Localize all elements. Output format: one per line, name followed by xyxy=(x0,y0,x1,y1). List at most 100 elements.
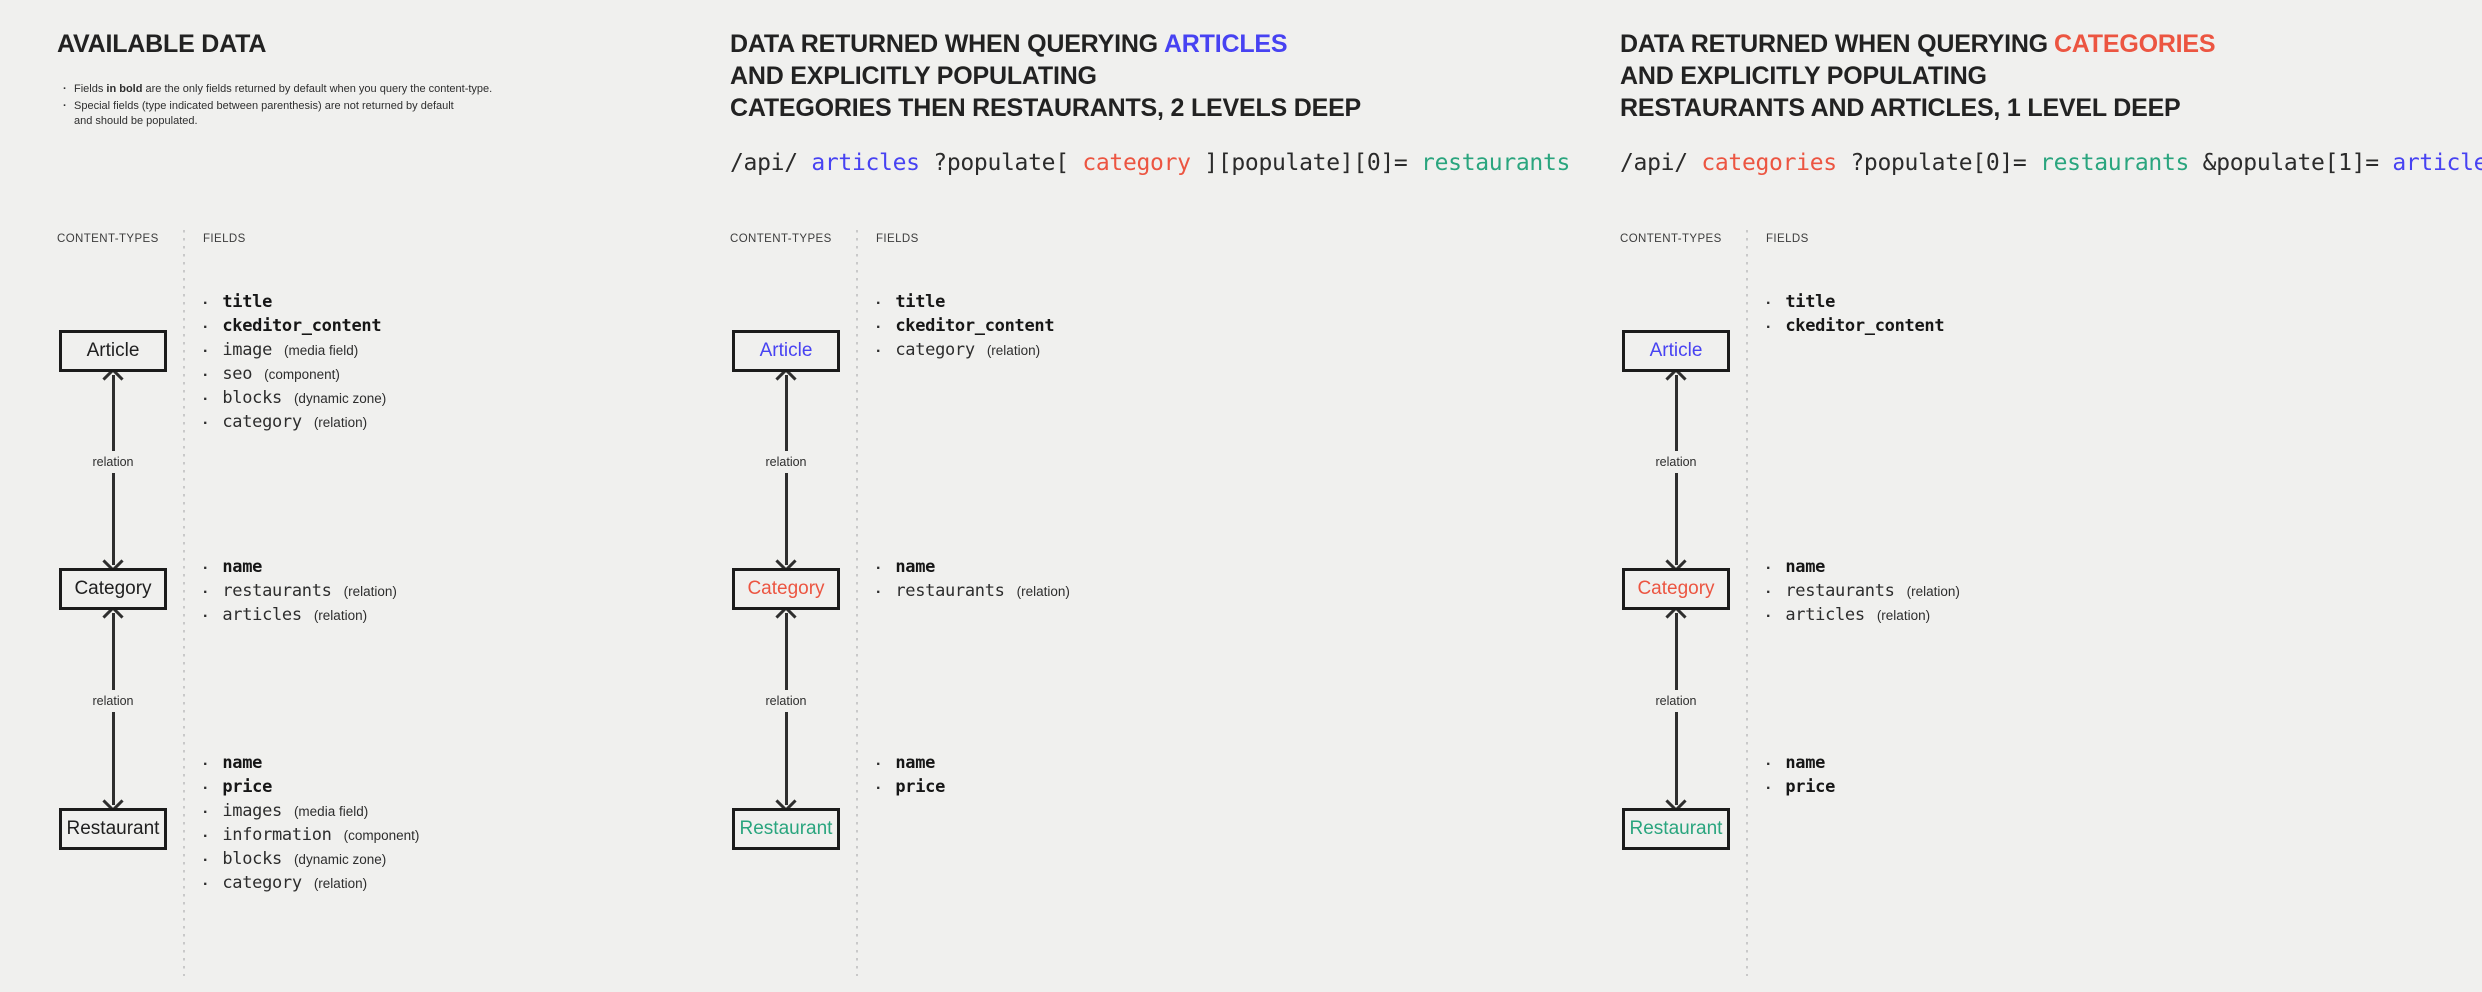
field-item: seo (component) xyxy=(203,364,393,388)
api-path-segment: /api/ xyxy=(1620,150,1688,176)
relation-label: relation xyxy=(89,690,137,713)
field-item: ckeditor_content xyxy=(203,316,393,340)
content-type-box-category: Category xyxy=(732,568,840,610)
field-name: title xyxy=(1785,292,1836,312)
content-type-box-category: Category xyxy=(1622,568,1730,610)
box-label: Restaurant xyxy=(739,818,833,839)
field-item: category (relation) xyxy=(203,873,419,897)
field-type-annotation: (component) xyxy=(264,367,340,382)
field-name: title xyxy=(895,292,946,312)
box-label: Category xyxy=(747,578,825,599)
field-name: blocks xyxy=(222,849,282,869)
content-types-header: CONTENT-TYPES xyxy=(1620,233,1722,245)
field-type-annotation: (relation) xyxy=(986,343,1041,358)
field-type-annotation: (relation) xyxy=(1906,584,1960,599)
field-name: price xyxy=(1785,777,1836,797)
field-type-annotation: (relation) xyxy=(313,608,368,623)
title-highlight: ARTICLES xyxy=(1163,30,1288,58)
api-path-segment: restaurants xyxy=(2040,150,2190,176)
field-name: name xyxy=(1785,557,1826,577)
field-type-annotation: (dynamic zone) xyxy=(293,852,387,867)
fields-header: FIELDS xyxy=(1766,233,1809,245)
field-name: price xyxy=(895,777,946,797)
notes-list: Fields in bold are the only fields retur… xyxy=(61,82,621,131)
api-path-segment: articles xyxy=(811,150,920,176)
field-name: restaurants xyxy=(1785,581,1895,601)
field-item: name xyxy=(203,753,419,777)
api-path: /api/ categories ?populate[0]= restauran… xyxy=(1620,150,2482,176)
field-item: name xyxy=(876,753,957,777)
content-type-box-restaurant: Restaurant xyxy=(1622,808,1730,850)
note-item: Special fields (type indicated between p… xyxy=(61,99,621,130)
fields-list-article: title ckeditor_content category (relatio… xyxy=(876,292,1066,364)
field-item: restaurants (relation) xyxy=(1766,581,1960,605)
title-line: AVAILABLE DATA xyxy=(57,30,267,58)
field-name: restaurants xyxy=(222,581,332,601)
field-name: name xyxy=(222,753,263,773)
diagram: CONTENT-TYPES FIELDS Article relation Ca… xyxy=(1618,0,2478,992)
diagram: CONTENT-TYPES FIELDS Article relation Ca… xyxy=(728,0,1558,992)
box-label: Article xyxy=(759,340,813,361)
fields-list-category: name restaurants (relation) articles (re… xyxy=(1766,557,1960,629)
box-label: Restaurant xyxy=(66,818,160,839)
field-name: category xyxy=(895,340,975,360)
relation-label: relation xyxy=(89,451,137,474)
column-divider xyxy=(856,230,858,976)
box-label: Category xyxy=(74,578,152,599)
field-item: articles (relation) xyxy=(1766,605,1960,629)
field-item: title xyxy=(1766,292,1956,316)
field-name: articles xyxy=(222,605,302,625)
title-line: RESTAURANTS AND ARTICLES, 1 LEVEL DEEP xyxy=(1620,94,2181,122)
field-item: image (media field) xyxy=(203,340,393,364)
field-item: title xyxy=(203,292,393,316)
field-item: restaurants (relation) xyxy=(203,581,397,605)
field-name: category xyxy=(222,873,302,893)
box-label: Category xyxy=(1637,578,1715,599)
field-name: images xyxy=(222,801,282,821)
field-name: restaurants xyxy=(895,581,1005,601)
field-type-annotation: (media field) xyxy=(293,804,369,819)
field-name: category xyxy=(222,412,302,432)
api-path-segment: &populate[1]= xyxy=(2202,150,2379,176)
field-item: price xyxy=(203,777,419,801)
field-name: title xyxy=(222,292,273,312)
field-type-annotation: (relation) xyxy=(1016,584,1070,599)
field-name: seo xyxy=(222,364,253,384)
panel-available-data: AVAILABLE DATA Fields in bold are the on… xyxy=(55,0,715,992)
title-line: AND EXPLICITLY POPULATING xyxy=(730,62,1097,90)
relation-label: relation xyxy=(762,451,810,474)
field-name: ckeditor_content xyxy=(222,316,382,336)
note-text: Fields in bold are the only fields retur… xyxy=(74,83,493,95)
fields-list-category: name restaurants (relation) articles (re… xyxy=(203,557,397,629)
field-type-annotation: (relation) xyxy=(313,415,368,430)
content-type-box-restaurant: Restaurant xyxy=(732,808,840,850)
field-item: images (media field) xyxy=(203,801,419,825)
api-path-segment: category xyxy=(1082,150,1191,176)
content-types-header: CONTENT-TYPES xyxy=(57,233,159,245)
api-path-segment: ?populate[0]= xyxy=(1850,150,2027,176)
fields-list-article: title ckeditor_content xyxy=(1766,292,1956,340)
field-type-annotation: (dynamic zone) xyxy=(293,391,387,406)
field-name: articles xyxy=(1785,605,1865,625)
fields-list-restaurant: name price xyxy=(876,753,957,801)
field-name: name xyxy=(895,753,936,773)
field-name: name xyxy=(222,557,263,577)
content-type-box-article: Article xyxy=(1622,330,1730,372)
field-type-annotation: (component) xyxy=(343,828,420,843)
field-type-annotation: (media field) xyxy=(284,343,359,358)
content-type-box-restaurant: Restaurant xyxy=(59,808,167,850)
note-bold-text: in bold xyxy=(106,83,143,95)
field-item: articles (relation) xyxy=(203,605,397,629)
field-name: name xyxy=(895,557,936,577)
page-title: AVAILABLE DATA xyxy=(57,28,266,60)
field-name: ckeditor_content xyxy=(895,316,1055,336)
note-item: Fields in bold are the only fields retur… xyxy=(61,82,621,98)
field-item: price xyxy=(1766,777,1847,801)
fields-list-article: title ckeditor_content image (media fiel… xyxy=(203,292,393,436)
field-type-annotation: (relation) xyxy=(1876,608,1931,623)
api-path-segment: ][populate][0]= xyxy=(1204,150,1408,176)
field-item: restaurants (relation) xyxy=(876,581,1070,605)
